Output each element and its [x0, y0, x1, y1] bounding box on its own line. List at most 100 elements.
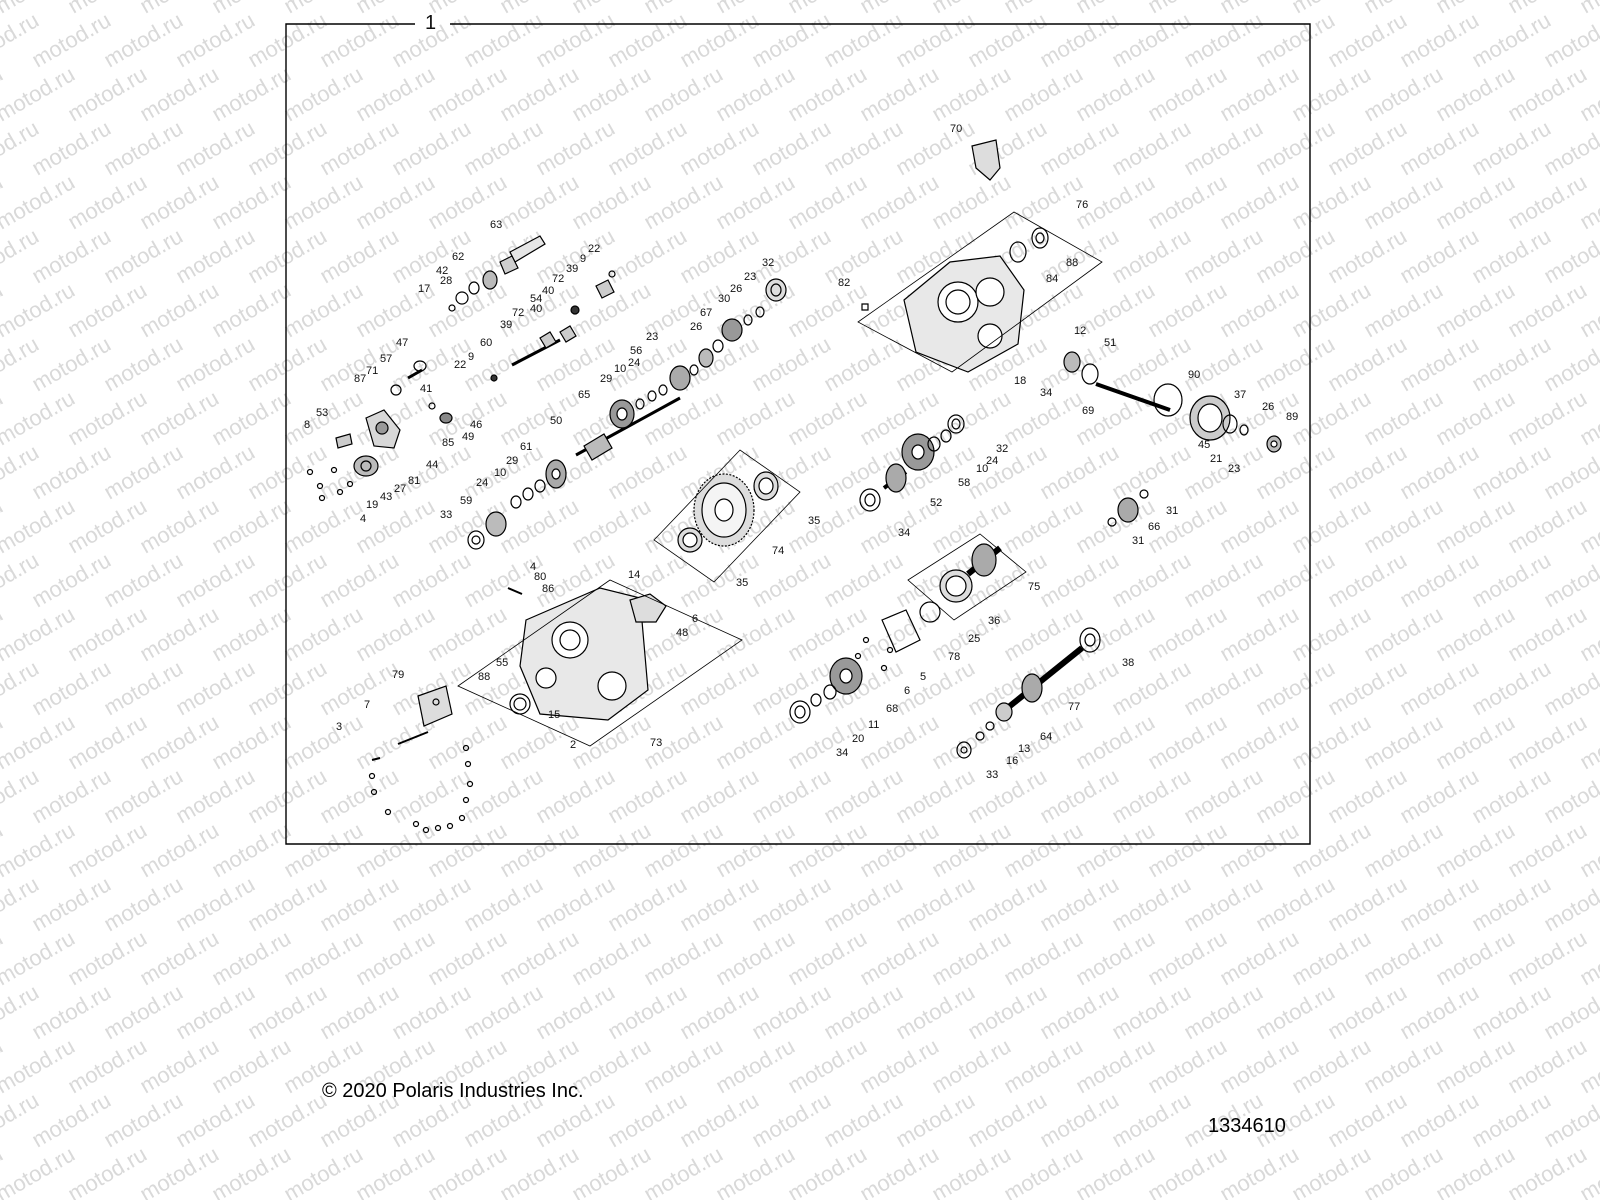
callout: 11 [868, 719, 879, 731]
callout: 30 [718, 293, 730, 305]
callout: 76 [1076, 199, 1088, 211]
right-housing [857, 211, 1103, 373]
callout: 81 [408, 475, 420, 487]
callout: 61 [520, 441, 532, 453]
pinion-shaft [956, 627, 1101, 759]
callout: 89 [1286, 411, 1298, 423]
left-housing [457, 579, 743, 747]
callout: 29 [600, 373, 612, 385]
callout: 40 [542, 285, 554, 297]
callout: 82 [838, 277, 850, 289]
assembly-frame [285, 23, 1311, 845]
callout: 64 [1040, 731, 1052, 743]
pinion-assembly [881, 533, 1027, 653]
callout: 2 [570, 739, 576, 751]
callout: 56 [630, 345, 642, 357]
callout: 31 [1166, 505, 1178, 517]
callout: 7 [364, 699, 370, 711]
callout: 3 [336, 721, 342, 733]
callout: 46 [470, 419, 482, 431]
callout: 86 [542, 583, 554, 595]
callout: 25 [968, 633, 980, 645]
callout: 62 [452, 251, 464, 263]
callout: 14 [628, 569, 640, 581]
callout: 23 [744, 271, 756, 283]
callout: 36 [988, 615, 1000, 627]
callout: 10 [976, 463, 988, 475]
callout: 88 [1066, 257, 1078, 269]
callout: 13 [1018, 743, 1030, 755]
reverse-gears [789, 636, 894, 724]
callout: 40 [530, 303, 542, 315]
callout: 63 [490, 219, 502, 231]
callout: 31 [1132, 535, 1144, 547]
assembly-number: 1 [425, 12, 436, 34]
callout: 23 [646, 331, 658, 343]
callout: 85 [442, 437, 454, 449]
callout: 54 [530, 293, 542, 305]
callout: 55 [496, 657, 508, 669]
callout: 67 [700, 307, 712, 319]
callout: 24 [628, 357, 640, 369]
callout: 28 [440, 275, 452, 287]
callout: 78 [948, 651, 960, 663]
callout: 10 [614, 363, 626, 375]
callout: 24 [476, 477, 488, 489]
selector-assembly [306, 360, 453, 502]
callout: 80 [534, 571, 546, 583]
idler-gear [1107, 489, 1149, 527]
callout: 35 [736, 577, 748, 589]
callout-numbers: 63 62 42 28 17 22 9 39 72 54 40 40 72 39… [304, 123, 1298, 781]
callout: 68 [886, 703, 898, 715]
callout: 66 [1148, 521, 1160, 533]
callout: 37 [1234, 389, 1246, 401]
callout: 72 [512, 307, 524, 319]
callout: 4 [530, 561, 536, 573]
callout: 45 [1198, 439, 1210, 451]
callout: 57 [380, 353, 392, 365]
callout: 48 [676, 627, 688, 639]
callout: 90 [1188, 369, 1200, 381]
callout: 49 [462, 431, 474, 443]
input-shaft [575, 278, 787, 461]
callout: 32 [996, 443, 1008, 455]
callout: 17 [418, 283, 430, 295]
shift-forks [490, 270, 616, 382]
counter-gears [859, 414, 965, 512]
copyright-notice: © 2020 Polaris Industries Inc. [322, 1080, 584, 1102]
callout: 43 [380, 491, 392, 503]
callout: 29 [506, 455, 518, 467]
callout: 51 [1104, 337, 1116, 349]
callout: 34 [898, 527, 910, 539]
callout: 20 [852, 733, 864, 745]
callout: 9 [580, 253, 586, 265]
callout: 16 [1006, 755, 1018, 767]
callout: 84 [1046, 273, 1058, 285]
callout: 33 [440, 509, 452, 521]
output-shaft [1063, 351, 1282, 453]
callout: 9 [468, 351, 474, 363]
secondary-gears [467, 459, 567, 550]
callout: 52 [930, 497, 942, 509]
callout: 26 [1262, 401, 1274, 413]
callout: 26 [690, 321, 702, 333]
ring-gear [653, 449, 801, 583]
shift-drum [448, 235, 546, 312]
callout: 34 [836, 747, 848, 759]
document-number: 1334610 [1208, 1115, 1286, 1137]
callout: 35 [808, 515, 820, 527]
callout: 50 [550, 415, 562, 427]
callout: 33 [986, 769, 998, 781]
callout: 12 [1074, 325, 1086, 337]
callout: 26 [730, 283, 742, 295]
callout: 39 [566, 263, 578, 275]
callout: 70 [950, 123, 962, 135]
callout: 60 [480, 337, 492, 349]
callout: 44 [426, 459, 438, 471]
callout: 42 [436, 265, 448, 277]
callout: 41 [420, 383, 432, 395]
callout: 34 [1040, 387, 1052, 399]
callout: 77 [1068, 701, 1080, 713]
callout: 10 [494, 467, 506, 479]
callout: 21 [1210, 453, 1222, 465]
